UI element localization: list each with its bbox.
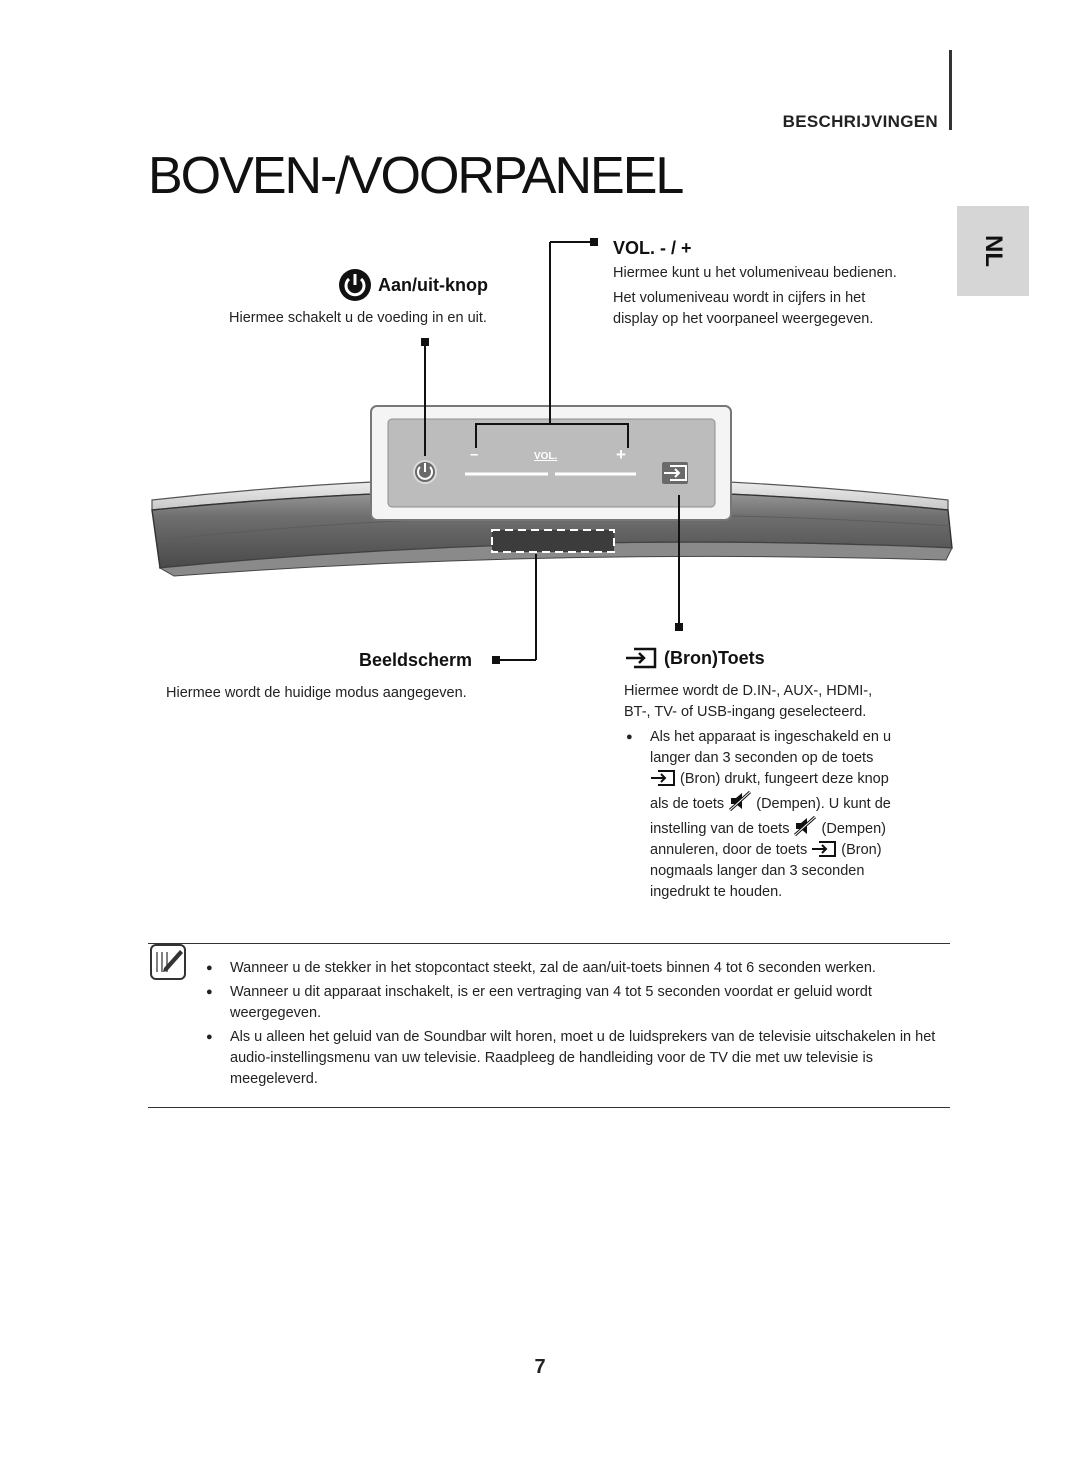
source-callout-title: (Bron)Toets [624, 646, 765, 670]
section-heading: BESCHRIJVINGEN [782, 112, 938, 131]
volume-line-1: Hiermee kunt u het volumeniveau bedienen… [613, 265, 897, 281]
power-title: Aan/uit-knop [378, 274, 488, 295]
source-bullet-list: Als het apparaat is ingeschakeld en u la… [624, 727, 924, 903]
source-inline-icon [812, 841, 837, 857]
front-display-window [491, 529, 615, 553]
power-icon [339, 269, 371, 301]
source-bullet-line-5: instelling van de toets (Dempen) [650, 815, 924, 840]
language-tab-label: NL [980, 235, 1007, 267]
panel-plus-label: + [616, 445, 626, 464]
volume-description: Hiermee kunt u het volumeniveau bedienen… [613, 263, 897, 330]
mute-icon [794, 815, 817, 837]
panel-minus-label: – [470, 446, 479, 463]
source-line-2: BT-, TV- of USB-ingang geselecteerd. [624, 704, 867, 720]
power-callout-title: Aan/uit-knop [338, 268, 488, 302]
notes-bottom-rule [148, 1107, 950, 1108]
volume-line-2: Het volumeniveau wordt in cijfers in het [613, 290, 866, 306]
mute-icon [729, 790, 752, 812]
source-bullet-line-7: nogmaals langer dan 3 seconden [650, 863, 865, 879]
soundbar-diagram [151, 238, 953, 664]
volume-line-3: display op het voorpaneel weergegeven. [613, 311, 874, 327]
source-bullet-line-6: annuleren, door de toets (Bron) [650, 841, 882, 858]
source-bullet-line-2: langer dan 3 seconden op de toets [650, 750, 874, 766]
panel-vol-label: VOL. [534, 451, 558, 462]
notes-top-rule [148, 943, 950, 944]
source-inline-icon [651, 770, 675, 786]
note-item: Als u alleen het geluid van de Soundbar … [204, 1027, 944, 1090]
power-description: Hiermee schakelt u de voeding in en uit. [229, 310, 487, 326]
source-bullet-line-4: als de toets (Dempen). U kunt de [650, 790, 924, 815]
source-bullet-line-3: (Bron) drukt, fungeert deze knop [650, 769, 924, 790]
note-item: Wanneer u de stekker in het stopcontact … [204, 958, 944, 979]
display-description: Hiermee wordt de huidige modus aangegeve… [166, 685, 467, 701]
connector-markers [421, 238, 683, 664]
page-title: BOVEN-/VOORPANEEL [148, 147, 684, 205]
section-divider [949, 50, 952, 130]
source-line-1: Hiermee wordt de D.IN-, AUX-, HDMI-, [624, 683, 873, 699]
page-number: 7 [534, 1356, 546, 1378]
note-item: Wanneer u dit apparaat inschakelt, is er… [204, 982, 944, 1024]
connector-lines [424, 241, 680, 661]
panel-source-icon [662, 462, 688, 484]
panel-power-icon [413, 460, 437, 484]
source-description: Hiermee wordt de D.IN-, AUX-, HDMI-, BT-… [624, 681, 924, 903]
volume-title: VOL. - / + [613, 238, 692, 258]
note-icon [150, 944, 186, 980]
notes-list: Wanneer u de stekker in het stopcontact … [204, 958, 944, 1093]
source-icon [626, 647, 657, 669]
source-bullet-line-1: Als het apparaat is ingeschakeld en u [650, 729, 892, 745]
language-tab: NL [957, 206, 1029, 296]
source-title: (Bron)Toets [664, 647, 765, 668]
display-title: Beeldscherm [359, 650, 473, 670]
source-bullet-line-8: ingedrukt te houden. [650, 884, 783, 900]
source-bullet: Als het apparaat is ingeschakeld en u la… [624, 727, 924, 903]
